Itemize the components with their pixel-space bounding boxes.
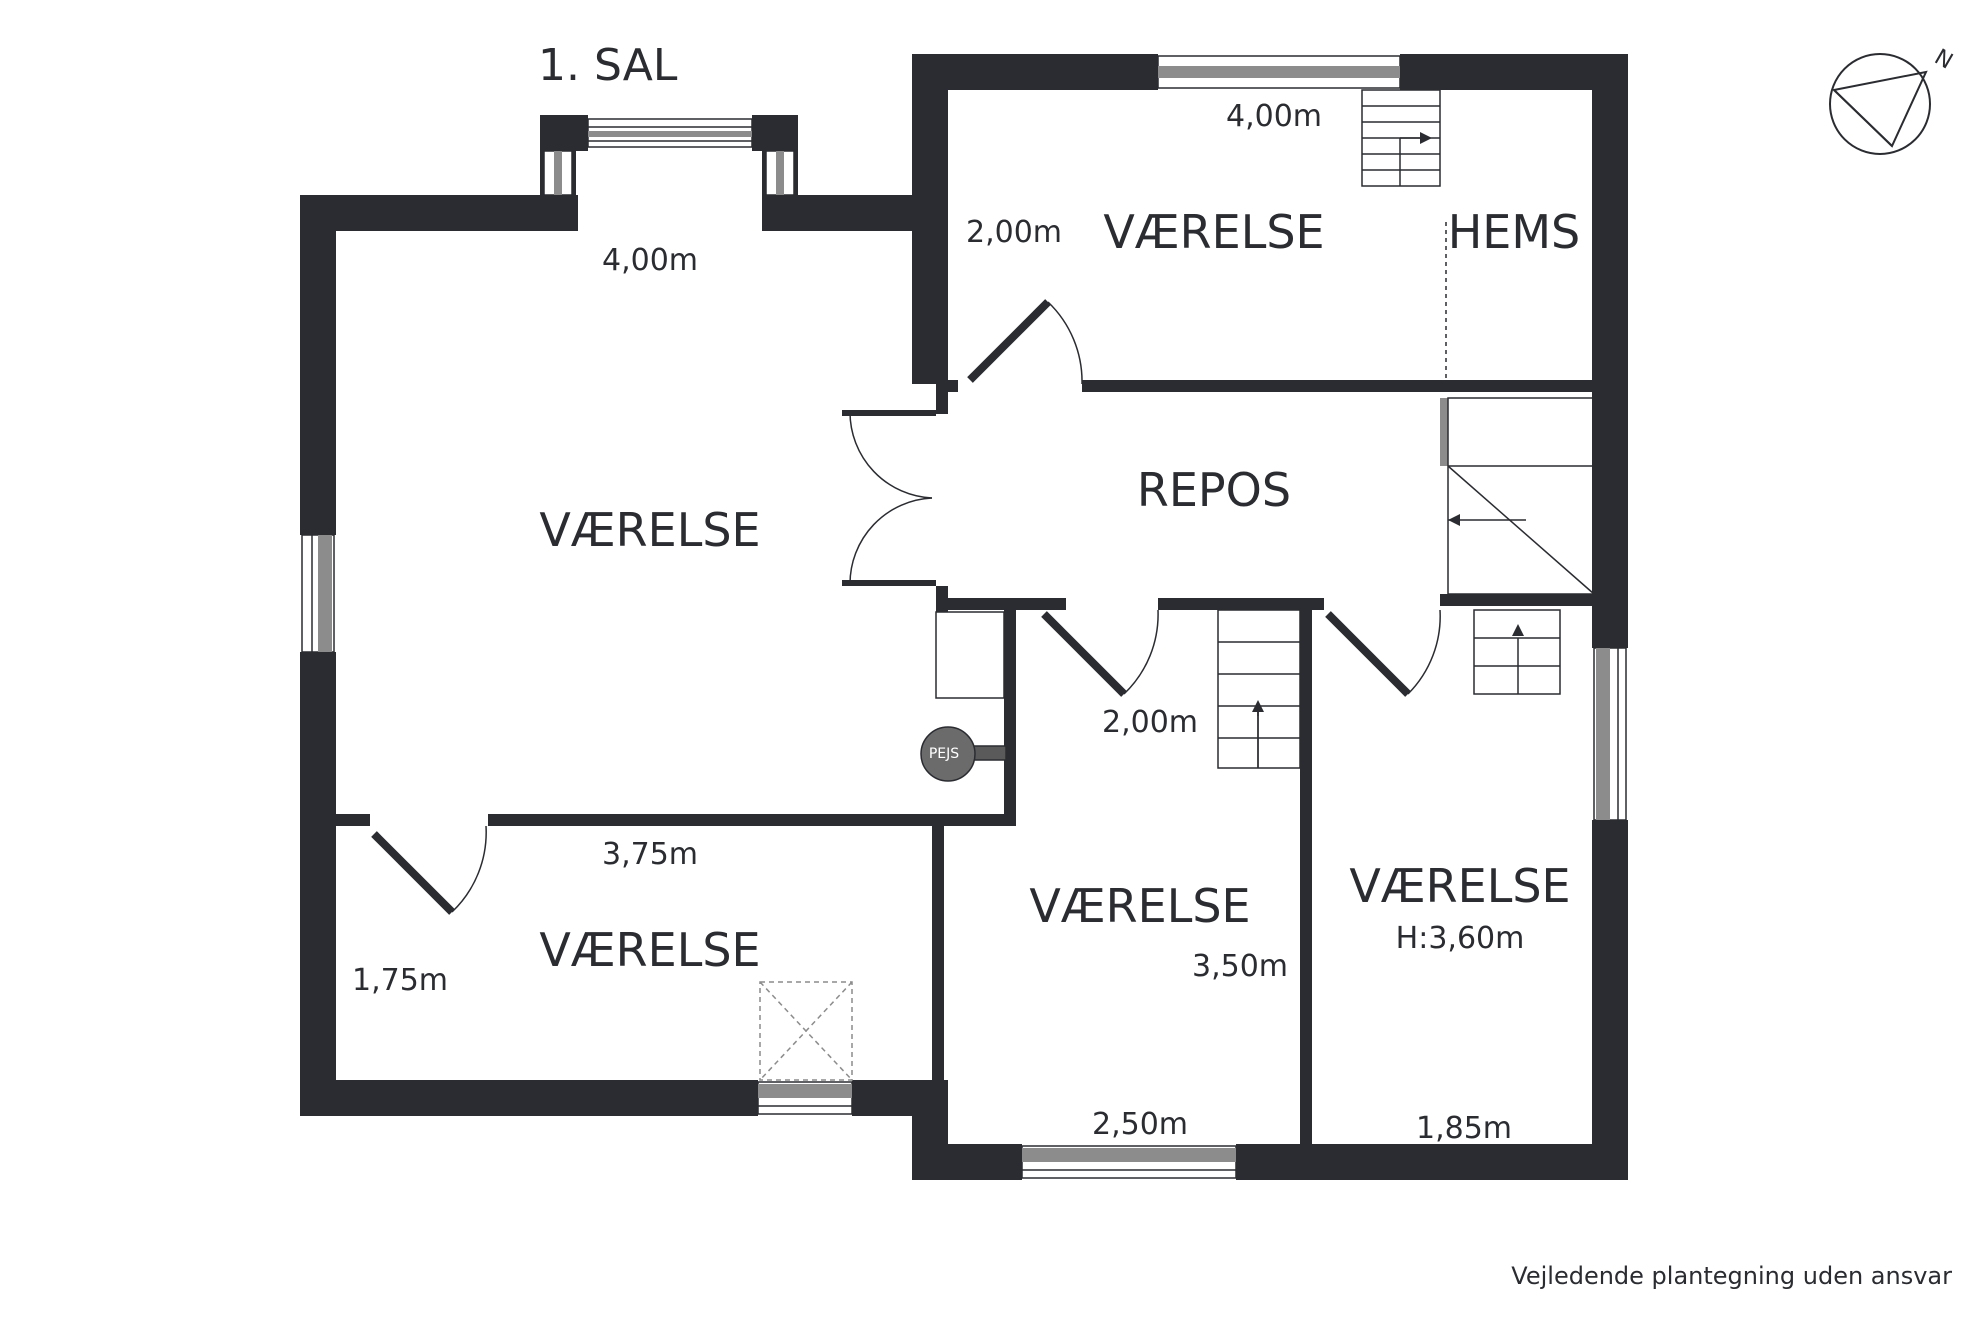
- door-bottom-mid[interactable]: [1041, 609, 1159, 697]
- window-left-wall: [301, 534, 335, 653]
- window-bay-top: [587, 118, 753, 148]
- dim-bottom-right-width: 1,85m: [1416, 1111, 1512, 1146]
- dim-hall-depth: 2,00m: [1102, 705, 1198, 740]
- room-label-hems: HEMS: [1448, 205, 1581, 259]
- window-bottom-left: [757, 1081, 853, 1115]
- compass-icon: N: [1829, 45, 1957, 155]
- floor-title: 1. SAL: [538, 40, 678, 91]
- dim-top-width: 4,00m: [1226, 99, 1322, 134]
- window-top-room: [1157, 55, 1401, 89]
- windows: [301, 55, 1627, 1179]
- door-bottom-right[interactable]: [1325, 609, 1441, 697]
- fireplace-label: PEJS: [929, 746, 959, 762]
- dim-bottom-left-width: 3,75m: [602, 837, 698, 872]
- window-bay-left: [543, 150, 573, 196]
- room-label-top-vaerelse: VÆRELSE: [1103, 205, 1324, 259]
- exterior-walls: [300, 54, 1628, 1180]
- stair-window: [1440, 398, 1448, 466]
- door-main-room-double[interactable]: [849, 411, 933, 585]
- interior-walls: [336, 380, 1594, 1146]
- footer-note: Vejledende plantegning uden ansvar: [1511, 1262, 1952, 1290]
- stair-main: [1447, 397, 1595, 595]
- doors: [371, 299, 1441, 915]
- window-right-wall: [1593, 647, 1627, 821]
- room-label-bottom-left-vaerelse: VÆRELSE: [539, 923, 760, 977]
- dim-bottom-mid-width: 2,50m: [1092, 1107, 1188, 1142]
- door-bottom-left[interactable]: [371, 825, 487, 915]
- window-bay-right: [765, 150, 795, 196]
- fireplace: PEJS: [920, 611, 1007, 782]
- room-label-bottom-right-vaerelse: VÆRELSE: [1349, 859, 1570, 913]
- compass-north-label: N: [1930, 45, 1957, 75]
- stair-top-room: [1361, 89, 1441, 187]
- room-height-bottom-right: H:3,60m: [1396, 921, 1525, 956]
- door-top-room[interactable]: [967, 299, 1083, 385]
- fireplace-icon: [920, 726, 976, 782]
- stairs: [1217, 89, 1595, 769]
- dim-bottom-left-depth: 1,75m: [352, 963, 448, 998]
- room-label-repos: REPOS: [1137, 463, 1291, 517]
- room-label-bottom-mid-vaerelse: VÆRELSE: [1029, 879, 1250, 933]
- skylight-icon: [759, 981, 853, 1081]
- room-label-main-vaerelse: VÆRELSE: [539, 503, 760, 557]
- stair-bottom-right: [1473, 609, 1561, 695]
- window-bottom-mid: [1021, 1145, 1237, 1179]
- dim-main-width: 4,00m: [602, 243, 698, 278]
- dim-top-depth: 2,00m: [966, 215, 1062, 250]
- stair-bottom-mid: [1217, 609, 1301, 769]
- room-labels: VÆRELSE HEMS VÆRELSE REPOS VÆRELSE VÆREL…: [539, 205, 1580, 977]
- dimension-labels: 4,00m 2,00m 4,00m 2,00m 3,75m 1,75m 3,50…: [352, 99, 1512, 1146]
- dim-bottom-mid-depth: 3,50m: [1192, 949, 1288, 984]
